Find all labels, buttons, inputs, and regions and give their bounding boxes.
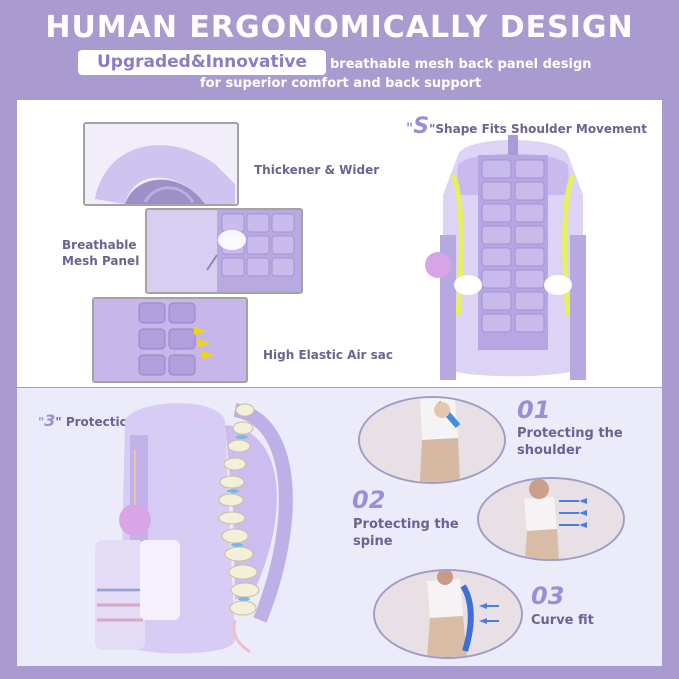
protection-number: 3 — [44, 411, 56, 430]
backpack-side-image — [85, 390, 305, 665]
point-01-line-1: Protecting the — [517, 426, 623, 441]
page-title: HUMAN ERGONOMICALLY DESIGN — [45, 10, 634, 45]
point-number-01: 01 — [517, 396, 551, 424]
yellow-arrow-icon — [194, 327, 206, 335]
mesh-label-line-2: Mesh Panel — [62, 254, 140, 269]
yellow-arrow-icon — [198, 339, 210, 347]
protection-caption-text: " Protection — [55, 415, 137, 429]
air-sac-image — [92, 297, 248, 383]
backpack-back-image — [418, 135, 608, 385]
point-01-line-2: shoulder — [517, 442, 582, 458]
air-sac-label: High Elastic Air sac — [263, 348, 394, 362]
spine-ellipse-image — [477, 477, 625, 561]
subtitle-line-2: for superior comfort and back support — [200, 76, 482, 91]
point-label-01: Protecting the shoulder — [517, 426, 623, 460]
s-letter: S — [413, 114, 430, 139]
subtitle-line-1: breathable mesh back panel design — [330, 57, 592, 72]
point-02-line-1: Protecting the — [353, 517, 459, 532]
shoulder-ellipse-image — [358, 396, 506, 484]
highlight-badge: Upgraded&Innovative — [78, 50, 326, 75]
arrow-left-icon — [479, 603, 487, 609]
protection-open-quote: " — [38, 415, 45, 429]
s-open-quote: " — [406, 121, 414, 137]
s-caption-text: "Shape Fits Shoulder Movement — [429, 122, 647, 136]
yellow-arrow-icon — [202, 351, 214, 359]
mesh-panel-image — [145, 208, 303, 294]
point-number-02: 02 — [352, 486, 386, 514]
point-02-line-2: spine — [353, 533, 393, 549]
curve-ellipse-image — [373, 569, 523, 659]
arrow-left-icon — [579, 510, 587, 516]
thicker-label: Thickener & Wider — [254, 163, 380, 177]
s-shape-caption: "S"Shape Fits Shoulder Movement — [406, 112, 647, 142]
strap-closeup-image — [83, 122, 239, 206]
point-number-03: 03 — [531, 582, 565, 610]
point-03-line-1: Curve fit — [531, 613, 594, 628]
point-label-02: Protecting the spine — [353, 517, 459, 551]
arrow-left-icon — [479, 618, 487, 624]
protection-caption: "3" Protection — [38, 410, 136, 432]
mesh-label-line-1: Breathable — [62, 238, 137, 252]
arrow-left-icon — [579, 522, 587, 528]
point-label-03: Curve fit — [531, 613, 594, 630]
arrow-left-icon — [579, 498, 587, 504]
mesh-label: Breathable Mesh Panel — [62, 237, 139, 269]
